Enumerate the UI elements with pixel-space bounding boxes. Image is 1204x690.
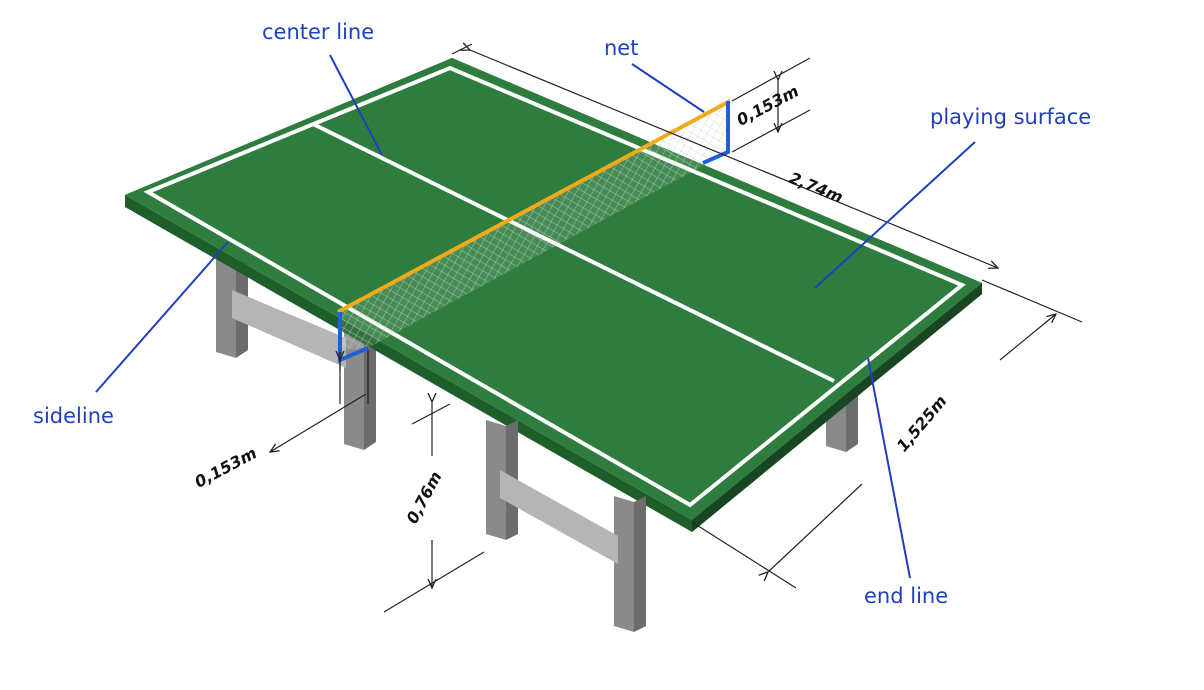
label-playing-surface: playing surface bbox=[930, 105, 1092, 129]
label-sideline: sideline bbox=[33, 404, 114, 428]
leader-end-line bbox=[867, 357, 911, 579]
leader-playing-surface bbox=[814, 141, 976, 289]
table-top bbox=[125, 58, 982, 532]
label-net: net bbox=[604, 36, 639, 60]
dimension-lines bbox=[270, 44, 1083, 613]
leader-sideline bbox=[95, 241, 229, 393]
label-end-line: end line bbox=[864, 584, 949, 608]
label-center-line: center line bbox=[262, 20, 375, 44]
table-legs-front bbox=[486, 420, 646, 632]
border-lines bbox=[143, 65, 966, 508]
table-legs-back bbox=[216, 255, 858, 452]
leader-net bbox=[631, 63, 705, 113]
leader-center-line bbox=[329, 54, 383, 156]
label-leaders bbox=[95, 54, 976, 579]
playing-surface bbox=[125, 58, 982, 520]
